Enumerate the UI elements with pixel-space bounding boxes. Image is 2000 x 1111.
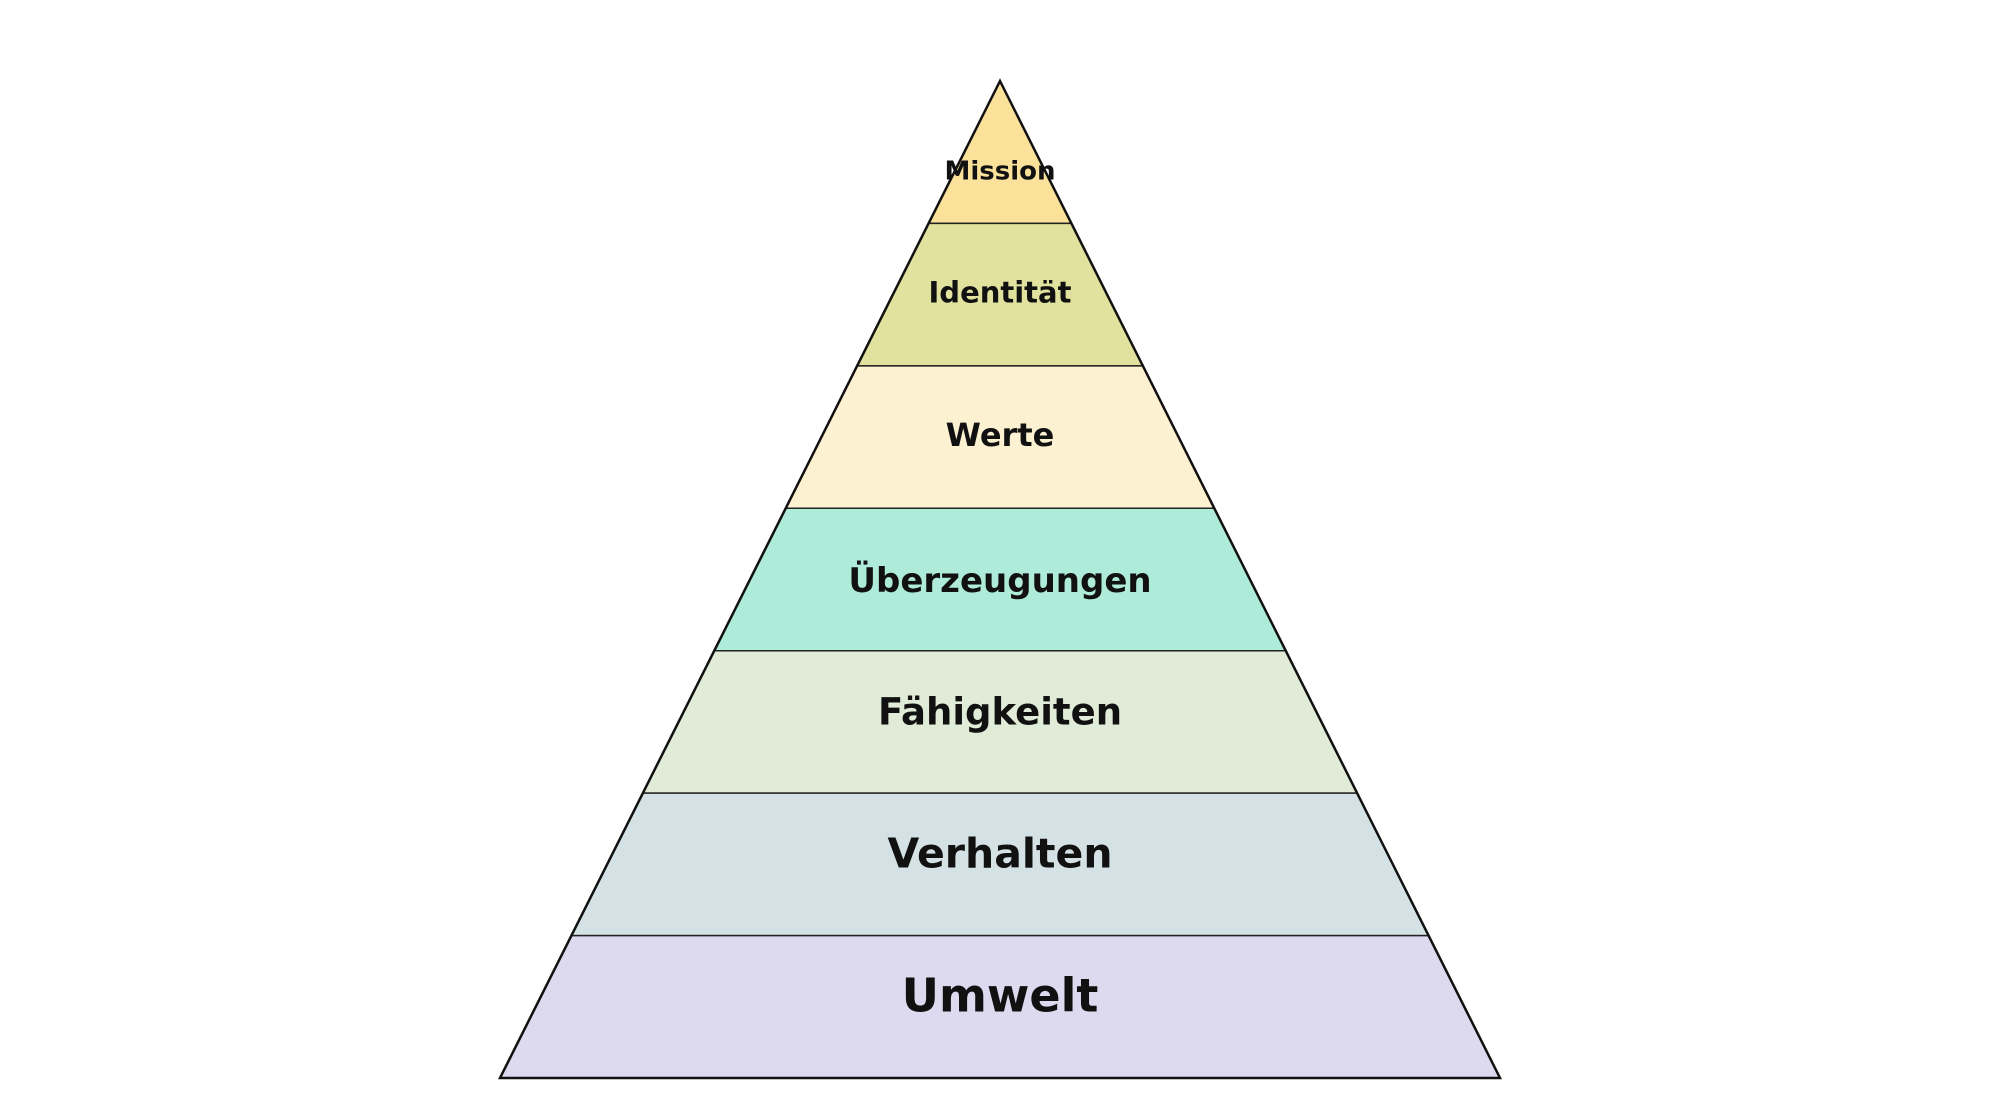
pyramid-outline <box>497 78 1503 1080</box>
pyramid-level-band <box>927 79 1073 225</box>
pyramid-level-label: Identität <box>929 276 1072 310</box>
pyramid-level-label: Überzeugungen <box>848 560 1151 601</box>
pyramid-level-label: Verhalten <box>887 829 1112 877</box>
pyramid-level-label: Mission <box>944 157 1055 187</box>
pyramid-level-label: Fähigkeiten <box>878 690 1122 733</box>
pyramid-level-label: Umwelt <box>902 968 1099 1022</box>
pyramid-levels: MissionIdentitätWerteÜberzeugungenFähigk… <box>498 79 1502 1079</box>
pyramid-level-label: Werte <box>946 416 1055 454</box>
